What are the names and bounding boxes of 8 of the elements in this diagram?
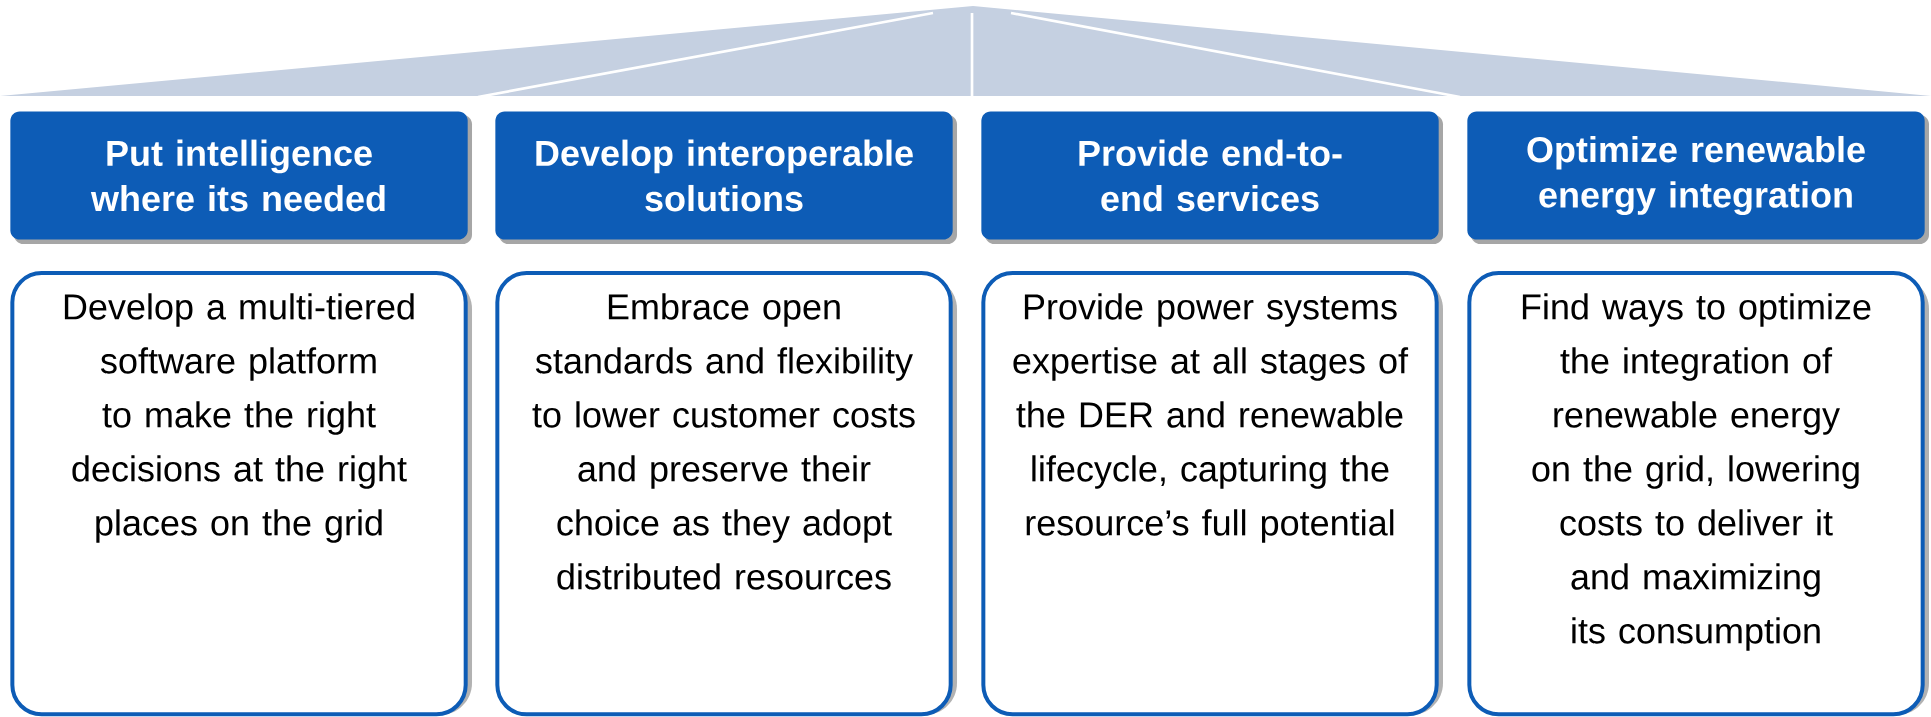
- header-box: Provide end-to-end services: [981, 111, 1443, 244]
- text-card: Find ways to optimize the integration of renewable energy on the grid, lowering costs to deliver it and maximizing its consumption: [1467, 271, 1929, 717]
- text-card: Embrace open standards and flexibility to lower customer costs and preserve their choice as they adopt distributed resources: [495, 271, 957, 717]
- text-card: Develop a multi-tiered software platform to make the right decisions at the right places on the grid: [10, 271, 472, 717]
- header-box: Develop interoperable solutions: [495, 111, 957, 244]
- header-box: Optimize renewable energy integration: [1467, 111, 1929, 244]
- text-card: Provide power systems expertise at all stages of the DER and renewable lifecycle, capturing the resource’s full potential: [981, 271, 1443, 717]
- header-box: Put intelligence where its needed: [10, 111, 472, 244]
